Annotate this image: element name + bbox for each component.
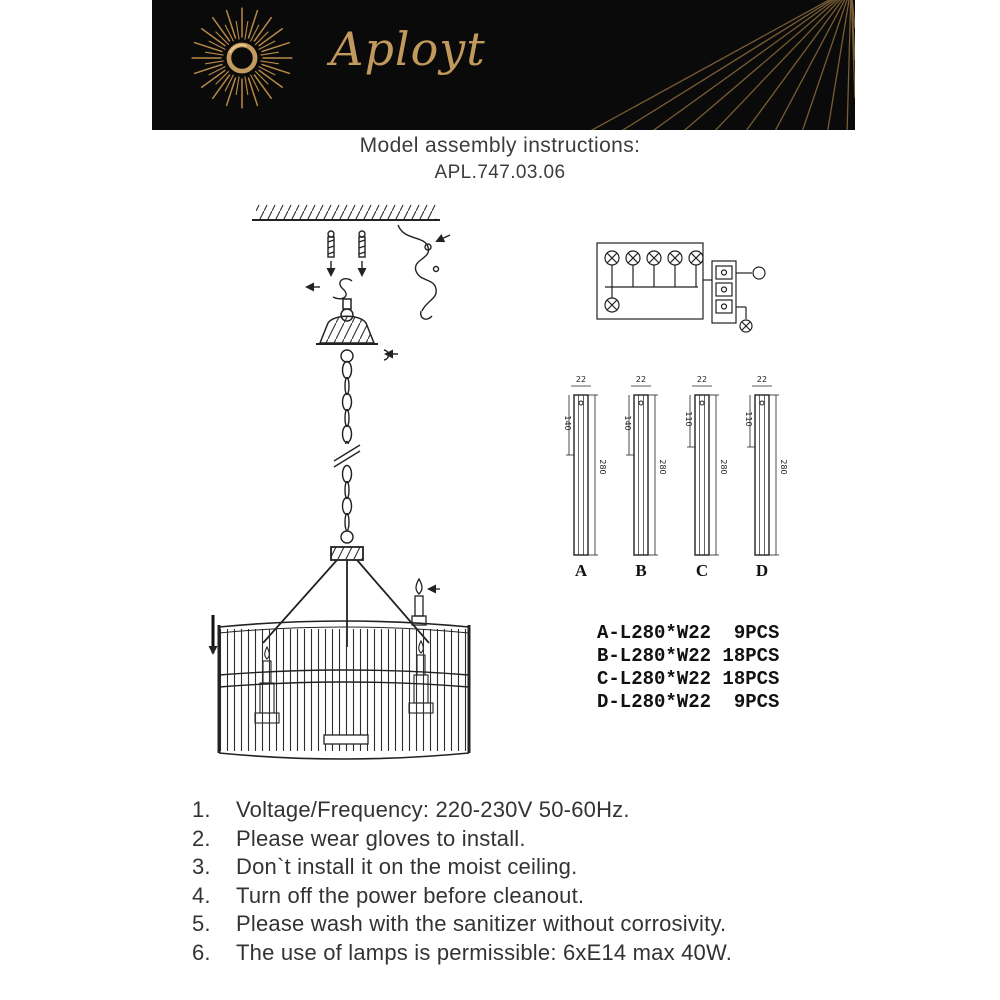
svg-text:110: 110 [744,411,753,426]
page-title: Model assembly instructions: [359,134,641,157]
crystal-piece-a: 22 280 140 A [563,375,607,580]
instruction-item: 4. Turn off the power before cleanout. [192,882,972,911]
svg-text:22: 22 [636,375,646,384]
sunburst-logo-icon [190,6,294,110]
brand-name: Aployt [330,22,486,76]
title-block: Model assembly instructions: APL.747.03.… [0,134,1000,184]
instruction-number: 4. [192,882,211,908]
parts-line-b: B-L280*W22 18PCS [597,645,779,667]
model-number: APL.747.03.06 [434,162,566,183]
instruction-text: The use of lamps is permissible: 6xE14 m… [236,939,733,965]
instruction-number: 2. [192,825,211,851]
hanging-wire [397,224,451,320]
terminal-block [711,260,737,324]
instruction-number: 5. [192,911,211,936]
canopy [316,298,398,361]
assembly-diagram: 22 280 140 A 22 280 140 B 22 [208,205,788,760]
instruction-item: 1. Voltage/Frequency: 220-230V 50-60Hz. [192,796,972,825]
svg-text:22: 22 [576,375,586,384]
instruction-text: Please wash with the sanitizer without c… [236,911,727,936]
s-hook-icon [332,278,353,300]
parts-line-c: C-L280*W22 18PCS [597,668,779,690]
svg-text:110: 110 [684,411,693,426]
svg-text:A: A [575,561,588,580]
header-banner: Aployt [152,0,855,130]
svg-text:22: 22 [757,375,767,384]
instruction-number: 6. [192,939,211,965]
parts-list: A-L280*W22 9PCS B-L280*W22 18PCS C-L280*… [597,622,779,713]
instruction-item: 2. Please wear gloves to install. [192,825,972,854]
svg-text:140: 140 [563,415,572,430]
crystal-drum [217,620,471,760]
ceiling-hatch [252,205,440,221]
mounting-hardware [305,230,367,300]
parts-line-d: D-L280*W22 9PCS [597,691,779,713]
chain-break-icon [333,444,361,468]
svg-text:140: 140 [623,415,632,430]
instructions-list: 1. Voltage/Frequency: 220-230V 50-60Hz. … [192,796,972,967]
svg-text:B: B [635,561,646,580]
instruction-text: Turn off the power before cleanout. [236,882,585,908]
svg-text:C: C [696,561,708,580]
instruction-text: Voltage/Frequency: 220-230V 50-60Hz. [236,797,630,822]
svg-text:280: 280 [598,459,607,474]
chain [333,349,361,544]
parts-line-a: A-L280*W22 9PCS [597,622,779,644]
crystal-piece-d: 22 280 110 D [744,375,788,580]
instruction-item: 6. The use of lamps is permissible: 6xE1… [192,939,972,968]
instruction-text: Please wear gloves to install. [236,825,526,851]
instruction-number: 1. [192,797,211,822]
crystal-piece-b: 22 280 140 B [623,375,667,580]
svg-text:280: 280 [658,459,667,474]
wiring-diagram [596,242,766,333]
svg-text:280: 280 [779,459,788,474]
instruction-item: 3. Don`t install it on the moist ceiling… [192,853,972,882]
ray-decoration [590,0,855,130]
svg-text:22: 22 [697,375,707,384]
lamp-symbols [604,250,704,287]
svg-text:280: 280 [719,459,728,474]
instruction-number: 3. [192,854,211,879]
candle-bulb [411,577,440,626]
crystal-piece-c: 22 280 110 C [684,375,728,580]
instruction-item: 5. Please wash with the sanitizer withou… [192,910,972,939]
svg-text:D: D [756,561,768,580]
instruction-text: Don`t install it on the moist ceiling. [236,854,578,879]
